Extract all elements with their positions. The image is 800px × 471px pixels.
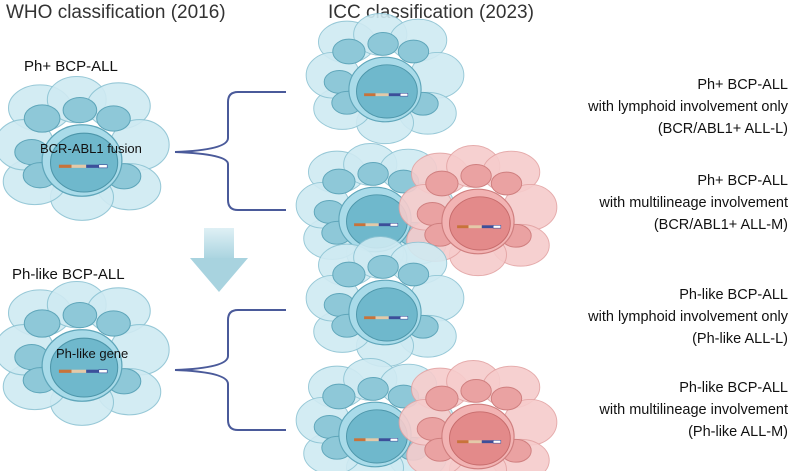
outcome-ph-like-lymphoid: Ph-like BCP-ALL with lymphoid involvemen… bbox=[588, 287, 788, 347]
outcome-ph-positive-lymphoid: Ph+ BCP-ALL with lymphoid involvement on… bbox=[588, 77, 788, 137]
ph-like-lymphoid-cluster bbox=[305, 235, 465, 368]
outcome-ph-like-multilineage: Ph-like BCP-ALL with multilineage involv… bbox=[599, 380, 788, 440]
ph-positive-lymphoid-cluster bbox=[305, 12, 465, 145]
ph-like-gene-label: Ph-like gene bbox=[56, 346, 129, 361]
bcr-abl1-fusion-label: BCR-ABL1 fusion bbox=[40, 141, 142, 156]
down-arrow bbox=[190, 228, 248, 292]
ph-like-multilineage-red-cluster bbox=[398, 359, 558, 471]
bracket-ph-positive bbox=[174, 91, 286, 211]
bracket-ph-like bbox=[174, 309, 286, 431]
outcome-ph-positive-multilineage: Ph+ BCP-ALL with multilineage involvemen… bbox=[599, 173, 788, 233]
ph-positive-title: Ph+ BCP-ALL bbox=[24, 58, 118, 75]
ph-like-title: Ph-like BCP-ALL bbox=[12, 266, 125, 283]
who-heading: WHO classification (2016) bbox=[6, 2, 226, 23]
